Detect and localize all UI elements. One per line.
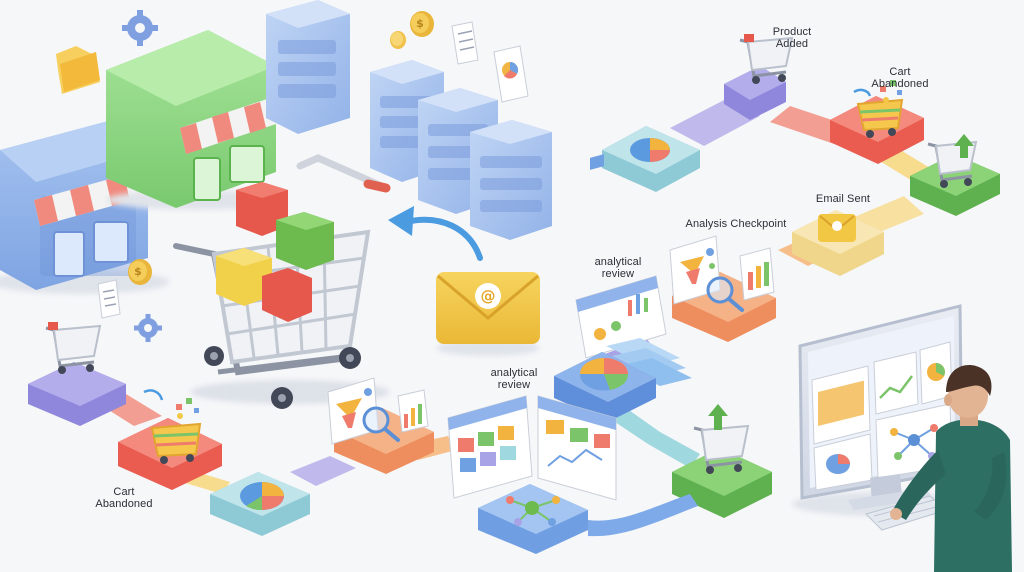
green-storefront xyxy=(106,30,286,210)
tilted-cart-icon xyxy=(856,98,904,138)
cart-up-icon xyxy=(927,134,978,188)
curved-arrow-icon xyxy=(388,206,483,261)
tile-email-sent xyxy=(792,210,884,276)
monitor-dashboard xyxy=(811,341,953,491)
label-email-sent: Email Sent xyxy=(815,193,871,205)
confetti-icon-bottom xyxy=(176,398,199,419)
tile-pie-top xyxy=(602,126,700,192)
tile-pie-middle xyxy=(554,352,656,422)
document-icon-left xyxy=(97,279,121,319)
gear-icon-small xyxy=(134,314,162,342)
tile-network-map xyxy=(478,484,588,554)
magnifier-icon-lower xyxy=(362,406,400,442)
small-arrow-icon-bottom xyxy=(143,389,164,401)
tile-pie-bottom xyxy=(210,472,310,536)
tile-cart-green-lower xyxy=(672,404,772,518)
label-cart-abandoned-top: Cart Abandoned xyxy=(871,66,929,90)
dashboard-panel-left xyxy=(447,395,533,499)
stairs-connector xyxy=(606,338,692,386)
striped-awning-green xyxy=(180,96,282,154)
tile-cart-up xyxy=(910,134,1000,216)
dashboard-panel-right xyxy=(537,395,617,501)
tile-cart-start xyxy=(28,322,126,426)
coin-symbol: $ xyxy=(416,17,424,30)
label-analysis-checkpoint: Analysis Checkpoint xyxy=(685,218,787,230)
document-icon xyxy=(451,21,479,65)
label-product-added: Product Added xyxy=(772,26,812,50)
tile-cart-abandoned-top xyxy=(830,80,924,164)
tile-analysis-checkpoint xyxy=(669,235,776,342)
envelope-small-icon xyxy=(818,214,856,242)
bar-chart-panel-lower xyxy=(397,389,429,433)
coin-icon: $ xyxy=(410,11,434,37)
label-cart-abandoned-bottom: Cart Abandoned xyxy=(95,486,153,510)
yellow-cube xyxy=(216,248,272,306)
cart-icon-start xyxy=(45,322,102,374)
green-cube xyxy=(276,212,334,270)
coin-icon-left: $ xyxy=(128,259,152,285)
magnifier-icon xyxy=(706,276,744,312)
bar-chart-panel xyxy=(739,247,775,301)
red-cube xyxy=(236,182,288,236)
label-analytical-review-upper: analytical review xyxy=(594,256,642,280)
coin-icon-small xyxy=(390,31,406,49)
confetti-icon xyxy=(880,80,902,103)
email-envelope-icon: @ xyxy=(436,272,540,356)
person-avatar xyxy=(890,365,1012,572)
tile-analytical-review-lower xyxy=(327,377,434,474)
cart-icon xyxy=(739,34,794,84)
small-arrow-icon xyxy=(853,88,872,97)
email-at-symbol: @ xyxy=(481,287,496,305)
monitor xyxy=(792,304,968,531)
gear-icon xyxy=(122,10,158,46)
chart-document-icon xyxy=(493,45,529,103)
dashboard-panel-upper xyxy=(575,154,667,359)
label-analytical-review-lower: analytical review xyxy=(490,367,538,391)
folder-icon xyxy=(56,46,100,94)
server-rack-4 xyxy=(470,120,552,240)
tile-cart-abandoned-bottom xyxy=(118,389,222,490)
server-rack-1 xyxy=(266,0,350,134)
tilted-cart-icon-bottom xyxy=(150,422,202,464)
red-cube-small xyxy=(262,268,312,322)
coin-symbol-left: $ xyxy=(134,265,142,278)
cart-up-icon-lower xyxy=(693,404,750,474)
tile-product-added xyxy=(724,34,794,120)
network-icon xyxy=(506,496,560,526)
